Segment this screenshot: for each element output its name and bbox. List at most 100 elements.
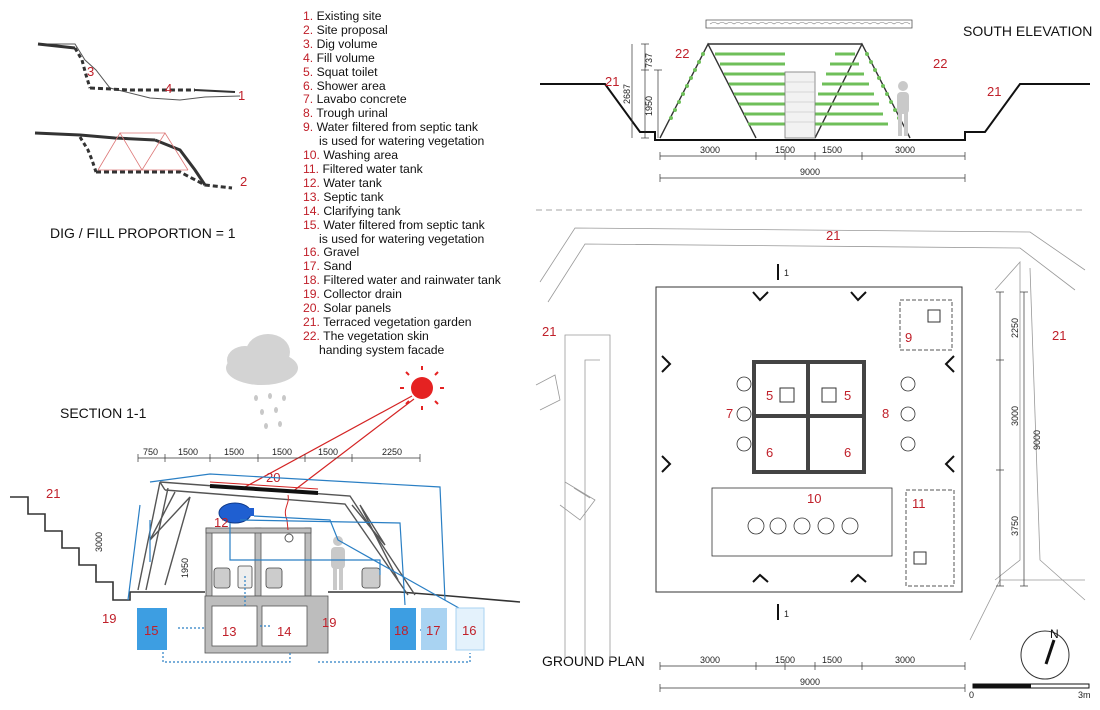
legend-item: 10. Washing area [303, 148, 543, 163]
vegetation-skin [715, 52, 888, 126]
elev-garden-right: 21 [987, 84, 1001, 99]
plan-urinal: 8 [882, 406, 889, 421]
filtered-rain-label: 18 [394, 623, 408, 638]
legend-item: 22. The vegetation skin [303, 328, 543, 344]
elevation-wall [784, 71, 816, 139]
legend-text: Terraced vegetation garden [323, 314, 472, 329]
legend-number: 16. [303, 245, 320, 260]
legend-item: 11. Filtered water tank [303, 161, 543, 177]
legend-number: 1. [303, 9, 314, 23]
dim-1500-d: 1500 [318, 447, 338, 457]
legend-text: Lavabo concrete [316, 92, 407, 107]
south-elevation: SOUTH ELEVATION [540, 19, 1092, 182]
legend-text: Water tank [323, 175, 382, 190]
tank-15 [137, 608, 167, 650]
legend-text: Collector drain [323, 287, 402, 302]
legend-number: 4. [303, 50, 314, 65]
legend-number: 15. [303, 217, 320, 232]
septic-label: 13 [222, 624, 236, 639]
legend-item: 4. Fill volume [303, 50, 543, 66]
legend-item: 16. Gravel [303, 245, 543, 260]
legend-text: The vegetation skin [323, 328, 429, 343]
urinal-basins [900, 376, 916, 452]
tank-16 [455, 607, 485, 651]
legend-number: 12. [303, 175, 320, 190]
height-dim: 1950 [180, 558, 190, 578]
sun-rays [244, 395, 415, 493]
section-1-1: SECTION 1-1 [10, 334, 521, 663]
plan-total-right: 9000 [1032, 430, 1042, 450]
legend-item: 8. Trough urinal [303, 106, 543, 121]
section-title: SECTION 1-1 [60, 405, 147, 421]
plan-dim-3000-a: 3000 [700, 655, 720, 665]
svg-text:1: 1 [784, 268, 789, 278]
legend-item-continuation: handing system facade [319, 342, 445, 357]
legend-text: Existing site [316, 9, 382, 23]
legend-item: 15. Water filtered from septic tank [303, 217, 543, 233]
legend-item: 14. Clarifying tank [303, 203, 543, 219]
elevation-person [897, 81, 909, 136]
dig-fill-proportion: DIG / FILL PROPORTION = 1 [50, 225, 236, 241]
dim-750: 750 [143, 447, 158, 457]
plan-total: 9000 [800, 677, 820, 687]
elev-dim-3000-a: 3000 [700, 145, 720, 155]
plan-dim-3750: 3750 [1010, 516, 1020, 536]
legend-item: 12. Water tank [303, 175, 543, 191]
legend-number: 7. [303, 92, 314, 107]
dig-fill-diagram-1: 3 4 1 [37, 42, 245, 103]
legend-number: 3. [303, 36, 314, 51]
bulb-icon [284, 494, 294, 543]
legend-number: 8. [303, 106, 314, 121]
legend-text: Sand [323, 259, 352, 274]
washing-area [711, 487, 893, 557]
legend-item: 2. Site proposal [303, 23, 543, 38]
plan-garden-right: 21 [1052, 328, 1066, 343]
legend-text: Filtered water and rainwater tank [323, 273, 501, 288]
column-markers [661, 291, 955, 583]
dim-1500-a: 1500 [178, 447, 198, 457]
legend-number: 14. [303, 203, 320, 218]
legend-item: 5. Squat toilet [303, 65, 543, 80]
legend-number: 22. [303, 328, 320, 343]
legend-text: Water filtered from septic tank [316, 120, 478, 135]
svg-text:1: 1 [784, 609, 789, 619]
legend-number: 11. [303, 161, 320, 176]
dig-fill-diagram-2: 2 [34, 131, 247, 190]
plan-washing: 10 [807, 491, 821, 506]
tank-17 [421, 608, 447, 650]
tank-18 [390, 608, 416, 650]
fixtures [213, 565, 381, 589]
drain-left-label: 19 [102, 611, 116, 626]
plan-toilet-left: 5 [766, 388, 773, 403]
cloud-icon [226, 334, 298, 429]
section-dimensions: 750 1500 1500 1500 1500 2250 [137, 447, 421, 462]
water-tank-icon [218, 502, 254, 524]
legend-text: Filtered water tank [322, 161, 423, 176]
plan-garden-left: 21 [542, 324, 556, 339]
plan-toilet-right: 5 [844, 388, 851, 403]
elev-garden-left: 21 [605, 74, 619, 89]
legend-number: 21. [303, 314, 320, 329]
legend-text: Clarifying tank [323, 203, 401, 218]
legend-number: 17. [303, 259, 320, 274]
scale-start: 0 [969, 690, 974, 700]
elevation-title: SOUTH ELEVATION [963, 23, 1092, 39]
elev-facade-right: 22 [933, 56, 947, 71]
legend-item-continuation: is used for watering vegetation [319, 134, 485, 149]
plan-dim-1500-b: 1500 [822, 655, 842, 665]
gravel-label: 16 [462, 623, 476, 638]
legend-item: 7. Lavabo concrete [303, 92, 543, 107]
dim-1500-c: 1500 [272, 447, 292, 457]
legend-item: 1. Existing site [303, 9, 543, 24]
section-mark-bottom: 1 [777, 604, 789, 620]
plan-dim-3000: 3000 [1010, 406, 1020, 426]
plan-filtered-septic: 9 [905, 330, 912, 345]
legend-number: 10. [303, 148, 320, 163]
scale-bar: 0 3m [969, 683, 1091, 700]
water-pipes [127, 473, 467, 613]
plan-garden-top: 21 [826, 228, 840, 243]
north-label: N [1050, 627, 1059, 641]
legend-text: Gravel [323, 245, 360, 260]
